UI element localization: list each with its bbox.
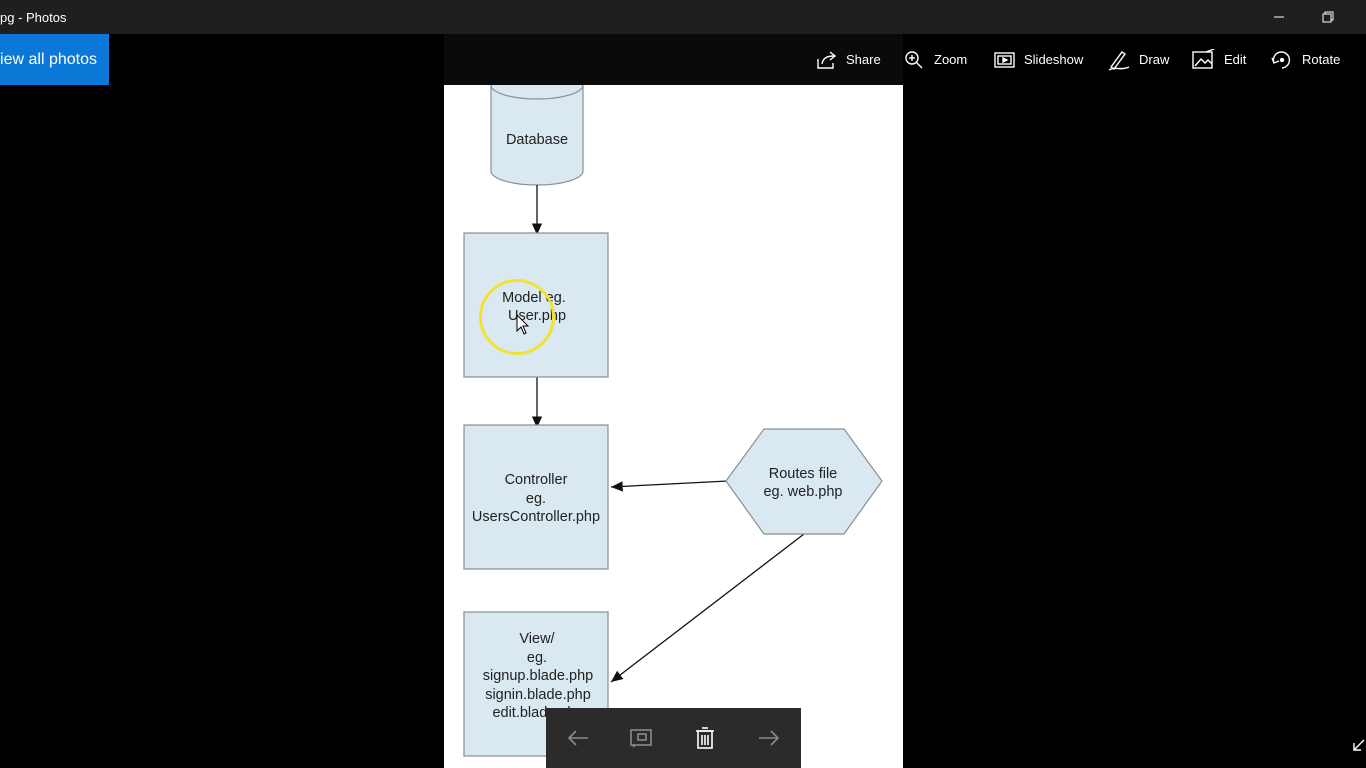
restore-icon: [1322, 11, 1334, 23]
pen-icon: [1108, 50, 1130, 71]
edit-image-icon: [1192, 48, 1215, 69]
add-to-album-button[interactable]: [621, 708, 661, 768]
previous-button[interactable]: [558, 708, 598, 768]
slideshow-button[interactable]: Slideshow: [994, 34, 1083, 85]
restore-button[interactable]: [1304, 0, 1352, 34]
controller-label-line1: Controller: [505, 472, 568, 488]
window-title: pg - Photos: [0, 10, 67, 25]
share-icon: [817, 50, 837, 69]
fullscreen-icon[interactable]: [1352, 738, 1366, 752]
edit-button[interactable]: Edit: [1192, 34, 1246, 85]
minimize-icon: [1274, 16, 1284, 18]
toolbar-backdrop: [444, 34, 903, 85]
view-label-line3: signup.blade.php: [483, 668, 593, 684]
controller-label-line3: UsersController.php: [472, 509, 600, 525]
zoom-icon: [905, 50, 923, 68]
controller-label-line2: eg.: [526, 491, 546, 507]
share-button[interactable]: Share: [816, 34, 881, 85]
view-label-line2: eg.: [527, 650, 547, 666]
minimize-button[interactable]: [1255, 0, 1303, 34]
rotate-icon: [1271, 50, 1291, 69]
arrow-left-icon: [567, 730, 588, 746]
edit-label: Edit: [1224, 52, 1247, 67]
delete-button[interactable]: [685, 708, 725, 768]
mouse-cursor-icon: [516, 314, 530, 335]
arrow-right-icon: [759, 730, 780, 746]
routes-label-line1: Routes file: [769, 466, 838, 482]
database-node: Database: [490, 85, 584, 186]
edge-routes-view: [610, 533, 805, 683]
rotate-button[interactable]: Rotate: [1270, 34, 1340, 85]
flowchart-diagram: Database Model eg. User.php Controller e…: [463, 85, 883, 757]
cursor-highlight: [479, 279, 555, 355]
next-button[interactable]: [749, 708, 789, 768]
edge-routes-controller: [610, 480, 729, 492]
album-icon: [630, 729, 652, 748]
zoom-button[interactable]: Zoom: [904, 34, 967, 85]
view-all-photos-button[interactable]: iew all photos: [0, 34, 109, 85]
zoom-label: Zoom: [934, 52, 968, 67]
draw-label: Draw: [1139, 52, 1170, 67]
rotate-label: Rotate: [1302, 52, 1341, 67]
title-bar: pg - Photos: [0, 0, 1366, 34]
view-label-line1: View/: [519, 631, 555, 647]
view-label-line4: signin.blade.php: [485, 687, 591, 703]
controller-node: Controller eg. UsersController.php: [463, 424, 609, 570]
database-label: Database: [506, 132, 568, 148]
draw-button[interactable]: Draw: [1107, 34, 1169, 85]
displayed-image[interactable]: Database Model eg. User.php Controller e…: [444, 85, 903, 768]
routes-label-line2: eg. web.php: [763, 484, 842, 500]
slideshow-label: Slideshow: [1024, 52, 1084, 67]
bottom-navigation-bar: [546, 708, 801, 768]
trash-icon: [696, 727, 714, 749]
routes-node: Routes file eg. web.php: [725, 428, 883, 535]
share-label: Share: [846, 52, 881, 67]
slideshow-icon: [994, 51, 1015, 68]
